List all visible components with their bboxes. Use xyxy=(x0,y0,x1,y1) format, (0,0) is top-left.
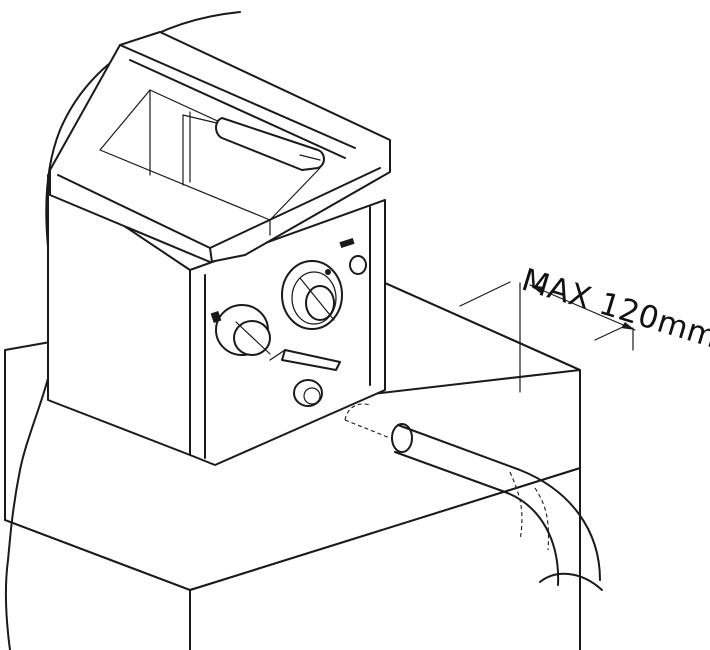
dimension-arrows xyxy=(459,281,636,393)
drain-pipe xyxy=(344,403,603,591)
switch-knob xyxy=(210,304,271,356)
indicator-lamp xyxy=(339,237,367,275)
thermostat-knob xyxy=(281,260,343,330)
fryer xyxy=(47,31,391,466)
